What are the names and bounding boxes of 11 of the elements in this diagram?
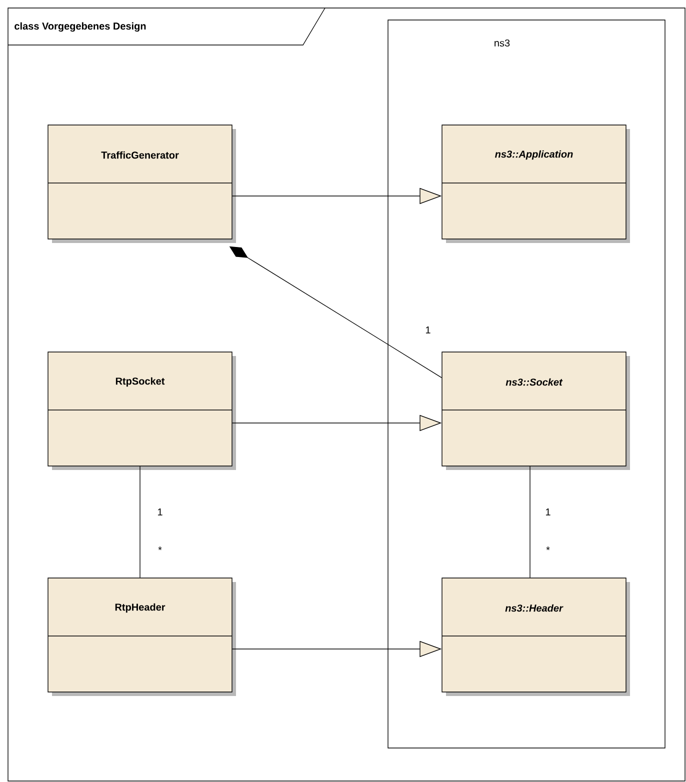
class-box: ns3::Socket [442,352,630,470]
class-box: TrafficGenerator [48,124,236,243]
multiplicity-label: * [158,546,162,550]
multiplicity-label: 1 [426,326,430,334]
multiplicity-label: 1 [158,508,162,516]
multiplicity-label: 1 [546,508,550,516]
class-box: RtpSocket [48,352,236,470]
class-box: ns3::Application [442,124,630,243]
multiplicity-label: * [546,546,550,550]
class-box: RtpHeader [48,578,236,696]
class-box: ns3::Header [442,578,630,696]
